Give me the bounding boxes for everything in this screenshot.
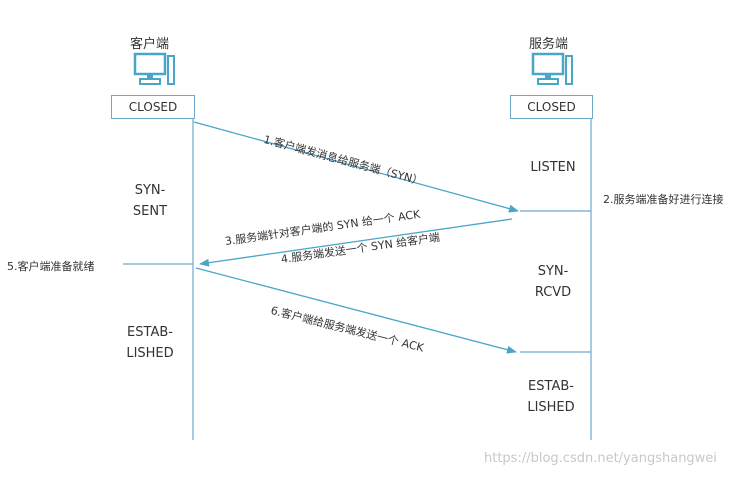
client-closed-state: CLOSED bbox=[111, 95, 195, 119]
arrow-step1 bbox=[193, 121, 519, 213]
server-closed-state: CLOSED bbox=[510, 95, 593, 119]
arrow-step6 bbox=[195, 267, 517, 354]
message-step2: 2.服务端准备好进行连接 bbox=[603, 193, 724, 206]
server-state-established: ESTAB- LISHED bbox=[527, 379, 575, 415]
watermark: https://blog.csdn.net/yangshangwei bbox=[484, 451, 717, 466]
server-computer-icon bbox=[531, 52, 575, 92]
client-state-syn-sent: SYN- SENT bbox=[132, 183, 168, 219]
server-state-syn-rcvd: SYN- RCVD bbox=[534, 264, 572, 300]
arrow-step3-4 bbox=[199, 218, 513, 267]
message-step5: 5.客户端准备就绪 bbox=[7, 260, 95, 273]
client-computer-icon bbox=[133, 52, 177, 92]
server-title: 服务端 bbox=[529, 37, 569, 52]
client-state-established: ESTAB- LISHED bbox=[126, 325, 174, 361]
server-state-listen: LISTEN bbox=[530, 160, 576, 175]
client-title: 客户端 bbox=[130, 37, 170, 52]
